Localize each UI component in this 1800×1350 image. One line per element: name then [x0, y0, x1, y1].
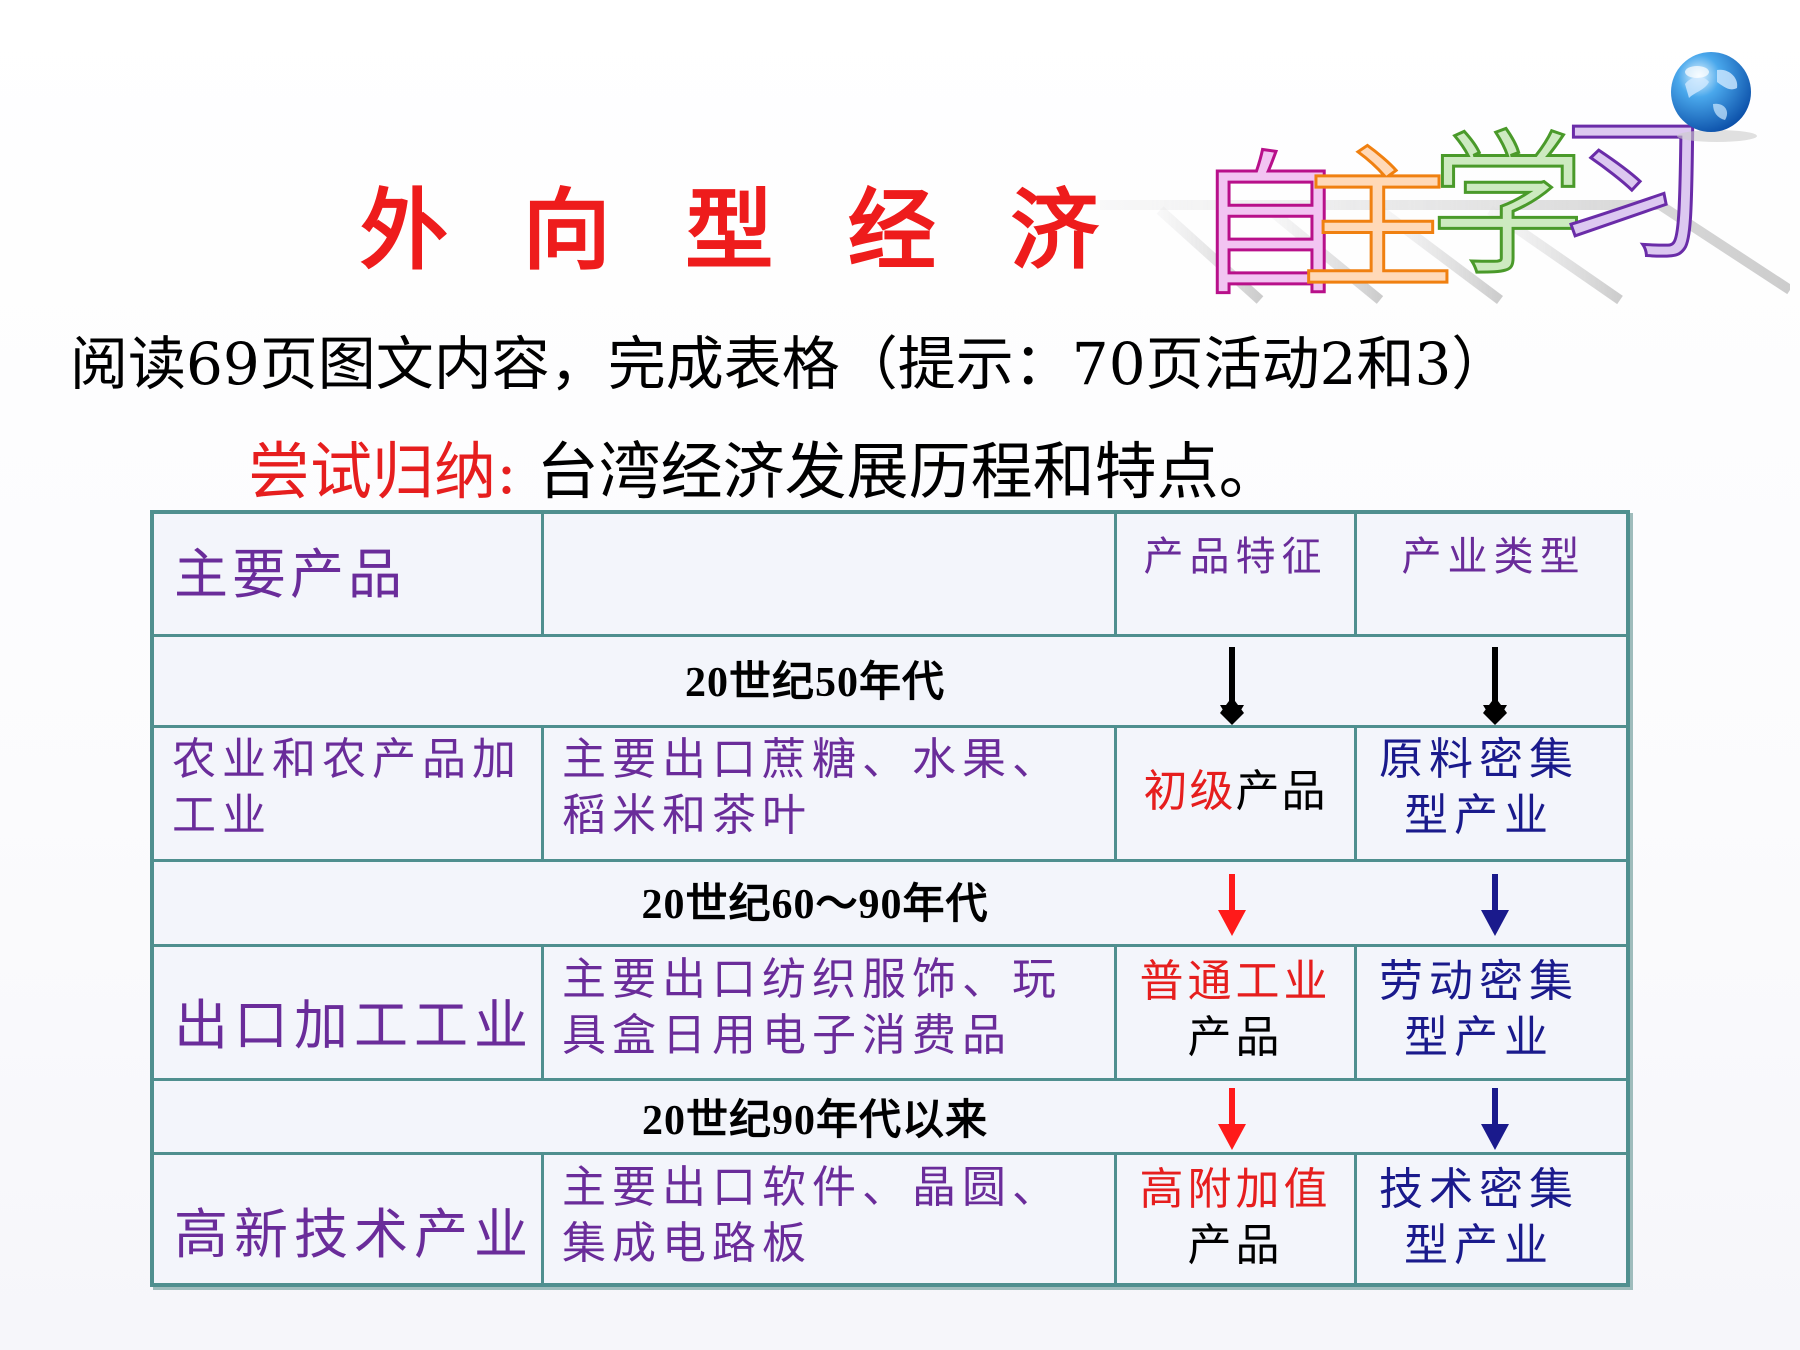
col-divider — [1354, 725, 1357, 859]
row1-feature: 初级产品 — [1117, 764, 1354, 820]
col-divider — [1114, 944, 1117, 1078]
row3-feature-highlight: 高附加值 — [1139, 1164, 1332, 1215]
summary-text: 台湾经济发展历程和特点。 — [536, 435, 1281, 508]
badge-char-4: 习 — [1555, 101, 1710, 282]
row2-products: 主要出口纺织服饰、玩具盒日用电子消费品 — [562, 954, 1062, 1061]
row3-feature: 高附加值 产品 — [1117, 1162, 1354, 1274]
row-divider — [154, 725, 1626, 728]
row1-feature-highlight: 初级 — [1143, 766, 1236, 817]
black-down-arrow-icon — [1483, 647, 1507, 725]
col-divider — [1114, 725, 1117, 859]
col-divider — [1354, 514, 1357, 634]
row3-products: 主要出口软件、晶圆、集成电路板 — [562, 1162, 1062, 1269]
development-table: 主要产品 产品特征 产业类型 20世纪50年代 农业和农产品加工业 主要出口蔗糖… — [150, 510, 1630, 1287]
col-divider — [1114, 514, 1117, 634]
header-main-products: 主要产品 — [174, 543, 406, 606]
row2-type: 劳动密集型产业 — [1379, 956, 1579, 1063]
row2-feature-highlight: 普通工业 — [1139, 956, 1332, 1007]
red-down-arrow-icon — [1218, 1088, 1246, 1150]
row-divider — [154, 944, 1626, 947]
row3-type: 技术密集型产业 — [1379, 1164, 1579, 1271]
row-divider — [154, 1152, 1626, 1155]
row1-industry: 农业和农产品加工业 — [172, 734, 522, 841]
badge-char-1: 自 — [1192, 136, 1347, 310]
col-divider — [1114, 1152, 1117, 1287]
row-divider — [154, 1078, 1626, 1081]
badge-char-3: 学 — [1430, 116, 1585, 297]
blue-down-arrow-icon — [1481, 1088, 1509, 1150]
header-product-feature: 产品特征 — [1143, 534, 1328, 580]
badge-shadow — [1100, 200, 1790, 305]
row-divider — [154, 634, 1626, 637]
era-label: 20世纪90年代以来 — [641, 1098, 988, 1144]
summary-lead: 尝试归纳: — [248, 435, 517, 508]
instruction-line: 阅读69页图文内容，完成表格（提示：70页活动2和3） — [70, 330, 1510, 398]
header-industry-type: 产业类型 — [1401, 534, 1586, 580]
row3-feature-rest: 产品 — [1187, 1220, 1284, 1271]
row3-industry: 高新技术产业 — [174, 1203, 534, 1266]
row2-feature: 普通工业 产品 — [1117, 954, 1354, 1066]
summary-line: 尝试归纳: 台湾经济发展历程和特点。 — [248, 432, 1281, 512]
self-study-badge: 自 主 学 习 — [1100, 100, 1790, 310]
col-divider — [541, 514, 544, 634]
badge-char-2: 主 — [1300, 131, 1455, 310]
row1-products: 主要出口蔗糖、水果、稻米和茶叶 — [562, 734, 1062, 841]
row1-type: 原料密集型产业 — [1379, 734, 1579, 841]
col-divider — [541, 944, 544, 1078]
row2-industry: 出口加工工业 — [174, 994, 534, 1057]
era-label: 20世纪60～90年代 — [641, 882, 989, 928]
red-down-arrow-icon — [1218, 874, 1246, 936]
col-divider — [541, 1152, 544, 1287]
era-label: 20世纪50年代 — [684, 660, 945, 706]
instruction-text: 阅读69页图文内容，完成表格（提示：70页活动2和3） — [70, 325, 1750, 403]
globe-icon — [1671, 52, 1757, 142]
row1-feature-rest: 产品 — [1235, 766, 1328, 817]
col-divider — [1354, 944, 1357, 1078]
row-divider — [154, 859, 1626, 862]
slide-title: 外 向 型 经 济 — [360, 179, 1121, 282]
blue-down-arrow-icon — [1481, 874, 1509, 936]
col-divider — [1354, 1152, 1357, 1287]
black-down-arrow-icon — [1220, 647, 1244, 725]
row2-feature-rest: 产品 — [1187, 1012, 1284, 1063]
col-divider — [541, 725, 544, 859]
